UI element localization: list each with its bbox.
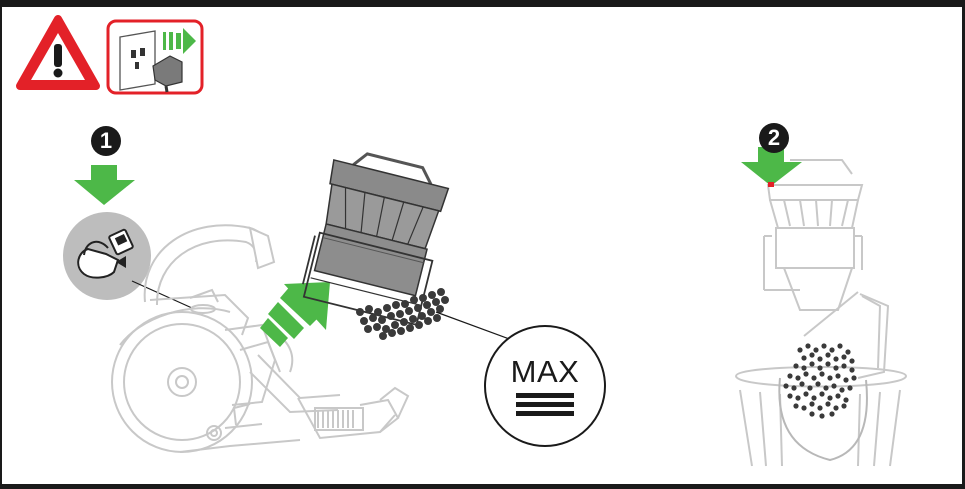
max-label: MAX <box>486 354 604 390</box>
warning-triangle-icon <box>20 19 96 86</box>
max-line-3 <box>516 411 574 416</box>
max-line-2 <box>516 402 574 407</box>
bin-emptying-illustration <box>736 160 906 466</box>
step-1-badge: 1 <box>91 126 121 156</box>
max-callout-line <box>436 312 512 340</box>
step-2-badge: 2 <box>759 123 789 153</box>
down-arrow-step-1 <box>74 165 135 205</box>
release-button-icon <box>63 212 192 308</box>
debris-falling <box>783 343 856 418</box>
max-line-1 <box>516 393 574 398</box>
lift-bin-arrow <box>260 282 330 347</box>
max-fill-indicator: MAX <box>484 325 606 447</box>
red-marker <box>768 182 774 187</box>
unplug-from-socket-icon <box>108 21 202 93</box>
